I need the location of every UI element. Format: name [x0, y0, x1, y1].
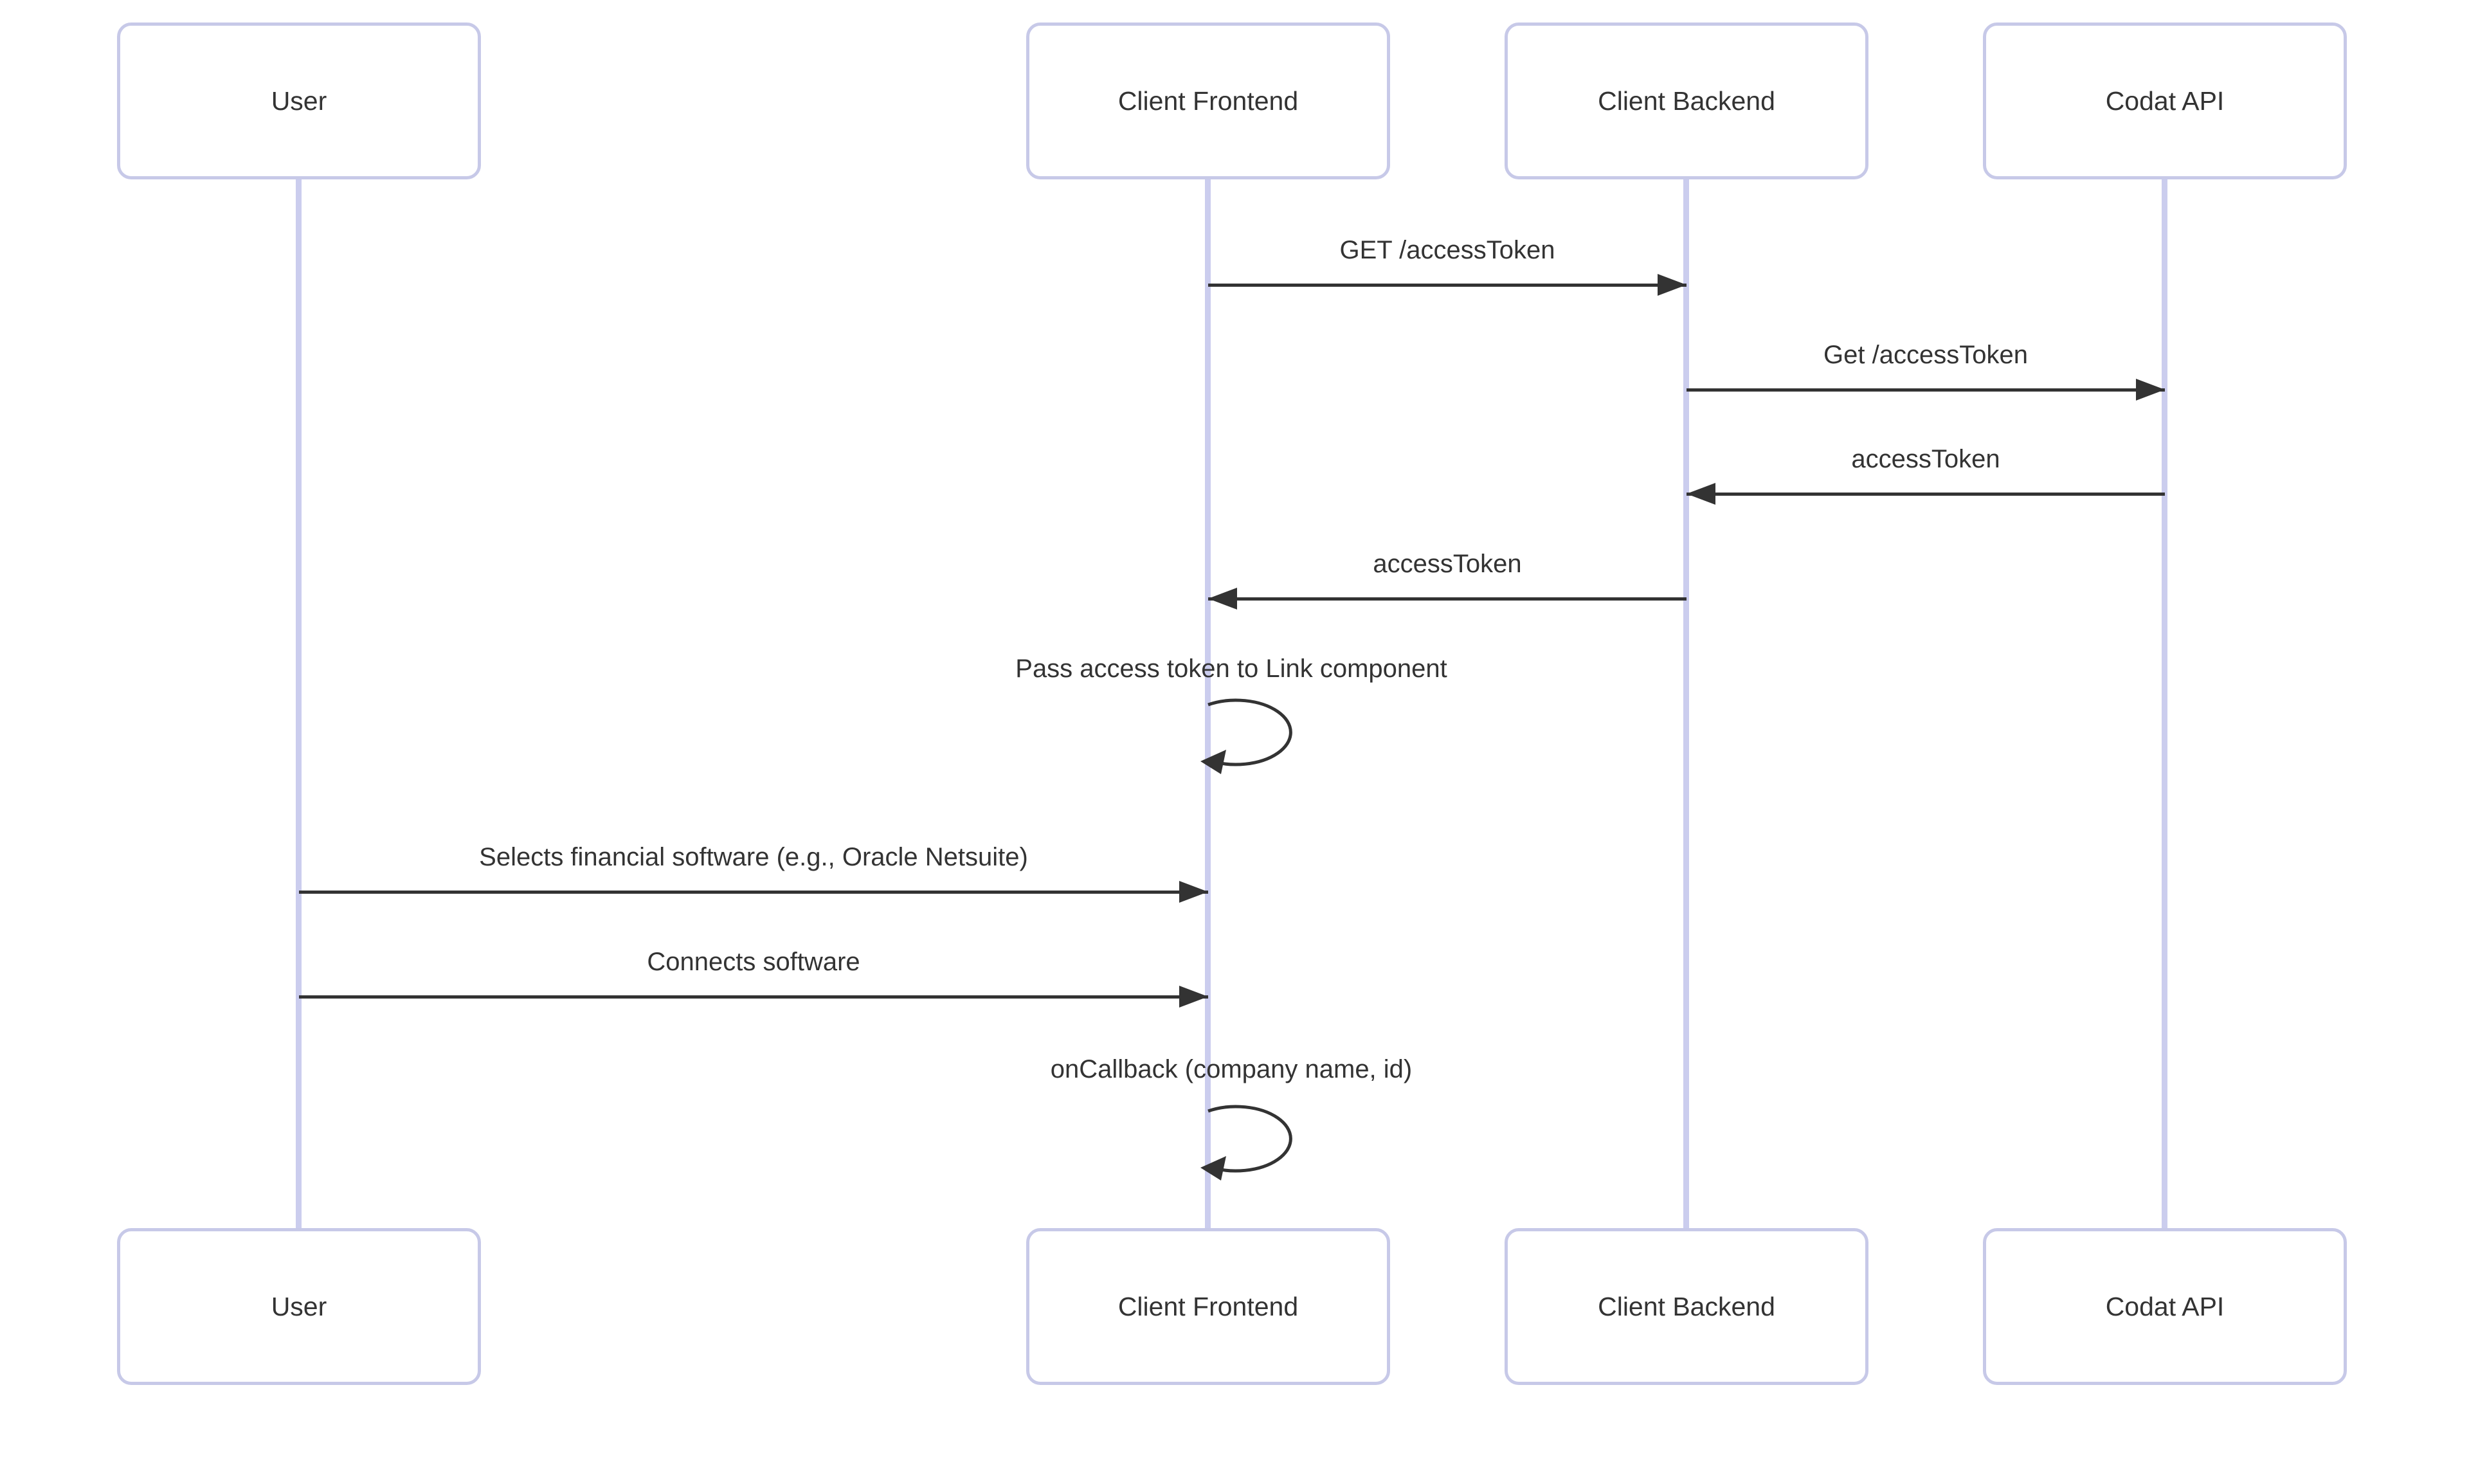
- message-label: Pass access token to Link component: [1015, 655, 1447, 683]
- message-label: onCallback (company name, id): [1050, 1055, 1413, 1083]
- message-line: [1208, 284, 1687, 287]
- lifeline-user: [296, 179, 302, 1228]
- arrowhead-right-icon: [2136, 379, 2165, 401]
- arrowhead-right-icon: [1658, 274, 1687, 296]
- actor-label-client-frontend: Client Frontend: [1117, 86, 1299, 116]
- message-line: [1687, 388, 2165, 392]
- message-label: Get /accessToken: [1823, 341, 2028, 369]
- actor-box-user-top: User: [117, 23, 481, 179]
- message-line: [299, 891, 1208, 894]
- message-label: Selects financial software (e.g., Oracle…: [479, 843, 1028, 871]
- actor-box-codat-api-top: Codat API: [1983, 23, 2347, 179]
- arrowhead-right-icon: [1179, 986, 1208, 1008]
- self-loop-arrow-icon: [1200, 1105, 1292, 1181]
- actor-box-user-bottom: User: [117, 1228, 481, 1385]
- message-line: [1687, 493, 2165, 496]
- actor-label-client-backend: Client Backend: [1598, 1291, 1775, 1321]
- message-label: accessToken: [1373, 550, 1522, 578]
- actor-label-client-frontend: Client Frontend: [1117, 1291, 1299, 1321]
- actor-label-client-backend: Client Backend: [1598, 86, 1775, 116]
- actor-box-client-backend-top: Client Backend: [1505, 23, 1868, 179]
- actor-box-codat-api-bottom: Codat API: [1983, 1228, 2347, 1385]
- arrowhead-left-icon: [1687, 483, 1715, 505]
- actor-label-codat-api: Codat API: [2105, 1291, 2225, 1321]
- self-loop-arrow-icon: [1200, 698, 1292, 774]
- message-line: [1208, 597, 1687, 601]
- message-label: GET /accessToken: [1339, 236, 1555, 264]
- actor-box-client-backend-bottom: Client Backend: [1505, 1228, 1868, 1385]
- lifeline-codat-api: [2162, 179, 2167, 1228]
- actor-box-client-frontend-top: Client Frontend: [1026, 23, 1390, 179]
- arrowhead-right-icon: [1179, 881, 1208, 903]
- actor-box-client-frontend-bottom: Client Frontend: [1026, 1228, 1390, 1385]
- actor-label-user: User: [271, 86, 327, 116]
- arrowhead-left-icon: [1208, 588, 1237, 610]
- message-label: Connects software: [647, 948, 860, 976]
- message-label: accessToken: [1851, 445, 2000, 473]
- actor-label-user: User: [271, 1291, 327, 1321]
- actor-label-codat-api: Codat API: [2105, 86, 2225, 116]
- message-line: [299, 995, 1208, 999]
- lifeline-client-backend: [1683, 179, 1689, 1228]
